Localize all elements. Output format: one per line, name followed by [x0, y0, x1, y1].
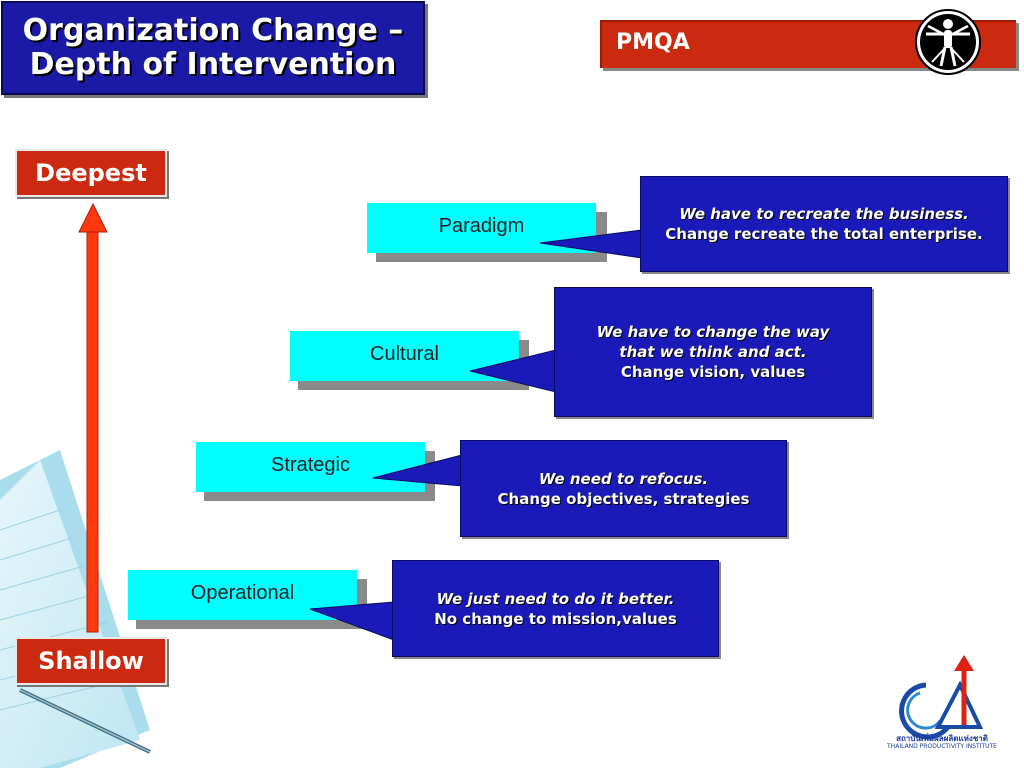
callout-strategic-bold: Change objectives, strategies — [497, 489, 750, 508]
level-operational: Operational — [128, 570, 357, 620]
tpi-english-name: THAILAND PRODUCTIVITY INSTITUTE — [887, 743, 997, 750]
callout-cultural-line-2: that we think and act. — [619, 343, 807, 361]
label-shallow: Shallow — [15, 637, 167, 685]
callout-operational: We just need to do it better. No change … — [392, 560, 719, 657]
callout-operational-bold: No change to mission,values — [434, 609, 677, 628]
callout-paradigm: We have to recreate the business. Change… — [640, 176, 1008, 272]
title-line-2: Depth of Intervention — [29, 47, 397, 82]
pmqa-banner: PMQA — [600, 9, 1016, 75]
level-paradigm: Paradigm — [367, 203, 596, 253]
notepad-decoration — [0, 450, 151, 768]
tpi-thai-name: สถาบันเพิ่มผลผลิตแห่งชาติ — [896, 734, 988, 743]
pmqa-label: PMQA — [616, 30, 690, 55]
depth-arrow — [78, 202, 108, 633]
level-strategic: Strategic — [196, 442, 425, 492]
callout-paradigm-bold: Change recreate the total enterprise. — [665, 225, 983, 243]
callout-cultural-line-1: We have to change the way — [596, 323, 830, 341]
title-line-1: Organization Change – — [22, 13, 404, 48]
callout-strategic-line-1: We need to refocus. — [538, 469, 709, 488]
slide-title: Organization Change – Depth of Intervent… — [1, 1, 425, 95]
label-deepest: Deepest — [15, 149, 167, 197]
vitruvian-man-icon — [915, 9, 981, 75]
callout-strategic: We need to refocus. Change objectives, s… — [460, 440, 787, 537]
callout-paradigm-line-1: We have to recreate the business. — [679, 205, 969, 223]
level-cultural: Cultural — [290, 331, 519, 381]
callout-cultural: We have to change the way that we think … — [554, 287, 872, 417]
tpi-logo-icon — [899, 655, 984, 740]
callout-cultural-bold: Change vision, values — [620, 363, 806, 381]
callout-operational-line-1: We just need to do it better. — [436, 589, 675, 608]
